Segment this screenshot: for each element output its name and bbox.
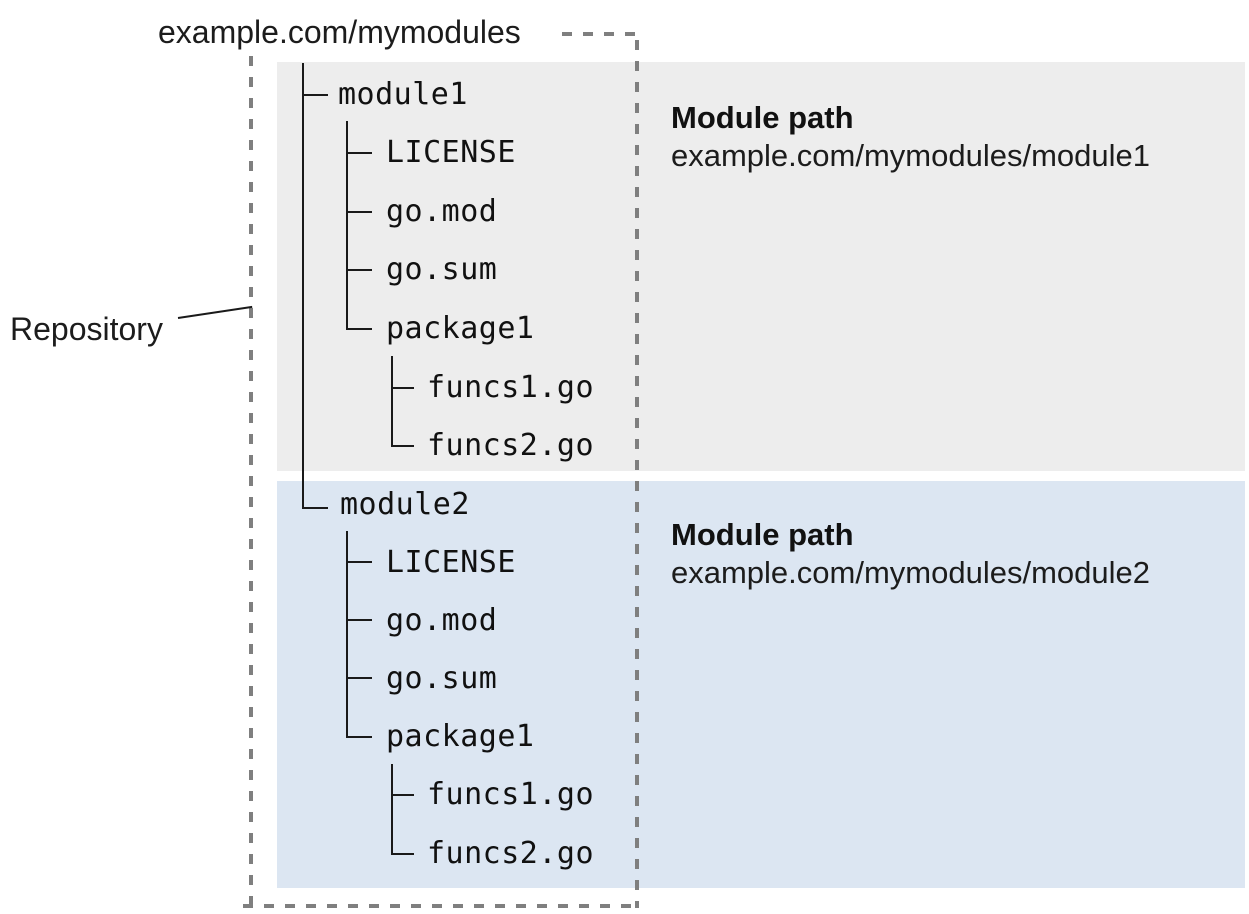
module1-path-value: example.com/mymodules/module1 [671, 138, 1150, 173]
repository-boundary-bottom [243, 904, 639, 908]
tree-trunk-line [302, 63, 304, 509]
module2-path-heading: Module path [671, 517, 854, 552]
module1-path-heading: Module path [671, 100, 854, 135]
tree-branch-module2 [302, 507, 328, 509]
tree-branch-m1-funcs2 [391, 445, 414, 447]
tree-m1-package1-child-line [391, 356, 393, 447]
tree-item-license: LICENSE [386, 545, 516, 580]
tree-branch-m1-funcs1 [391, 387, 414, 389]
repository-boundary-left [249, 56, 253, 908]
tree-item-funcs1: funcs1.go [427, 370, 595, 405]
tree-item-gomod: go.mod [386, 194, 498, 229]
tree-module1-child-line [346, 121, 348, 330]
tree-item-funcs2: funcs2.go [427, 836, 595, 871]
tree-m2-package1-child-line [391, 764, 393, 855]
tree-branch-m1-gomod [346, 211, 372, 213]
tree-branch-m2-gomod [346, 619, 372, 621]
tree-branch-m2-package1 [346, 736, 372, 738]
tree-item-package1: package1 [386, 311, 535, 346]
tree-item-gosum: go.sum [386, 661, 498, 696]
tree-module2-child-line [346, 531, 348, 738]
module1-panel [277, 62, 1245, 471]
tree-branch-m1-gosum [346, 269, 372, 271]
tree-branch-m2-license [346, 561, 372, 563]
module2-panel [277, 481, 1245, 888]
tree-item-module1: module1 [338, 77, 468, 112]
repository-label: Repository [10, 311, 163, 347]
tree-item-funcs1: funcs1.go [427, 777, 595, 812]
tree-item-license: LICENSE [386, 135, 516, 170]
repository-boundary-right [635, 40, 639, 908]
tree-item-funcs2: funcs2.go [427, 428, 595, 463]
repository-boundary-top [562, 32, 636, 36]
repo-host-label: example.com/mymodules [158, 14, 521, 50]
tree-item-gosum: go.sum [386, 252, 498, 287]
tree-item-module2: module2 [340, 487, 470, 522]
tree-branch-m2-funcs2 [391, 853, 414, 855]
tree-branch-m1-license [346, 152, 372, 154]
tree-branch-module1 [302, 94, 328, 96]
tree-item-gomod: go.mod [386, 603, 498, 638]
tree-branch-m2-gosum [346, 677, 372, 679]
tree-item-package1: package1 [386, 719, 535, 754]
repository-pointer-line [177, 305, 253, 319]
tree-branch-m1-package1 [346, 328, 372, 330]
module2-path-value: example.com/mymodules/module2 [671, 555, 1150, 590]
tree-branch-m2-funcs1 [391, 794, 414, 796]
